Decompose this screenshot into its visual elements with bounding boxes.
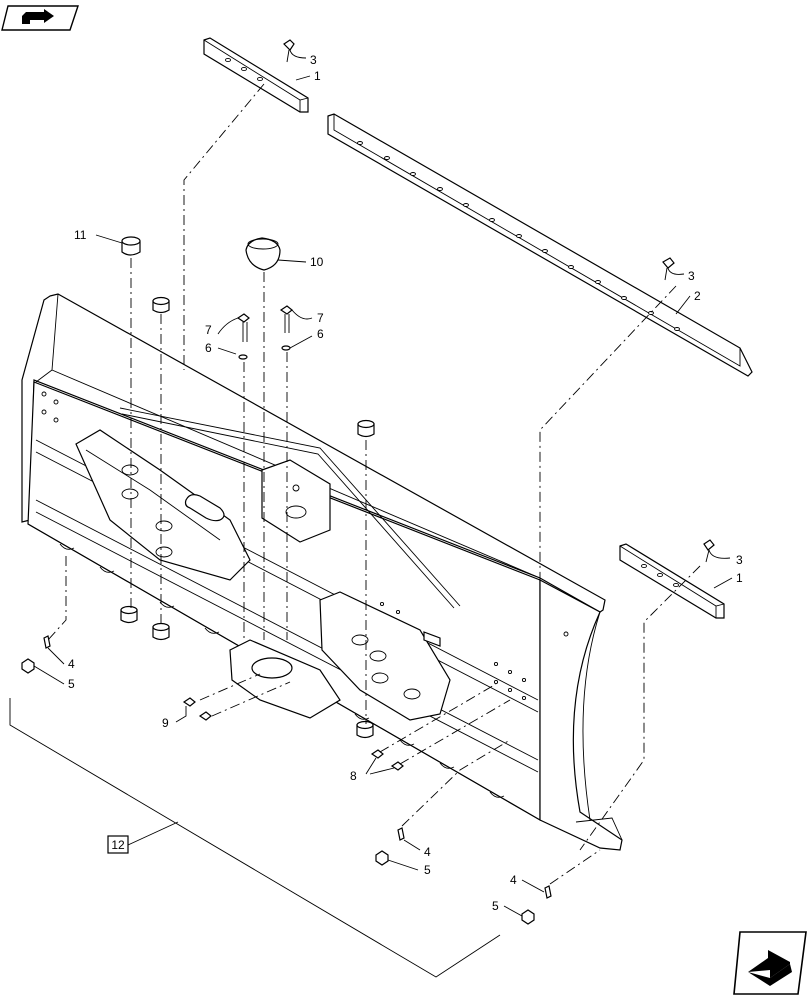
callout-6-left: 6: [205, 341, 212, 355]
dozer-blade: [21, 293, 623, 851]
bolt-3-mid: [662, 257, 675, 281]
nut-5-left: [21, 658, 35, 674]
cutting-edge-long: [327, 113, 753, 377]
bolts-8: [370, 749, 404, 771]
leader-lines: [33, 49, 733, 917]
bolt-3-right: [703, 539, 715, 563]
bushing-right-bottom: [356, 720, 374, 739]
callout-12: 12: [111, 838, 125, 852]
ball-10: [245, 237, 281, 271]
washer-6-left: [238, 354, 248, 360]
callout-3-right: 3: [736, 553, 743, 567]
bolt-7-left: [236, 313, 250, 342]
bushing-right-top: [357, 419, 375, 438]
previous-page-arrow-icon[interactable]: [1, 5, 79, 31]
callout-5-right: 5: [492, 899, 499, 913]
bushing-left-top: [152, 296, 170, 314]
callout-7-right: 7: [317, 311, 324, 325]
callout-5-left: 5: [68, 677, 75, 691]
end-bit-plate-right: [619, 543, 725, 619]
end-bit-plate-top: [203, 37, 309, 113]
washer-4-right: [544, 885, 552, 899]
nut-5-mid: [375, 850, 389, 866]
callout-11: 11: [74, 228, 87, 242]
next-page-arrow-icon[interactable]: [733, 931, 807, 995]
callout-1-right: 1: [736, 571, 743, 585]
callout-1-top: 1: [314, 69, 321, 83]
bolts-9: [182, 697, 212, 721]
callout-4-right: 4: [510, 873, 517, 887]
bushing-left-bottom-1: [120, 605, 138, 624]
callout-3-mid: 3: [688, 269, 695, 283]
callout-12-badge[interactable]: 12: [107, 835, 129, 854]
nut-5-right: [521, 909, 535, 925]
assembly-bracket: [9, 698, 501, 978]
callout-9: 9: [162, 716, 169, 730]
bolt-3-top: [283, 39, 295, 63]
callout-5-mid: 5: [424, 863, 431, 877]
bushing-11: [121, 236, 141, 256]
callout-4-mid: 4: [424, 845, 431, 859]
callout-7-left: 7: [205, 323, 212, 337]
washer-6-right: [281, 345, 291, 351]
callout-10: 10: [310, 255, 324, 269]
washer-4-left: [43, 635, 51, 649]
bushing-left-bottom-2: [152, 622, 170, 641]
callout-3-top: 3: [310, 53, 317, 67]
callout-4-left: 4: [68, 657, 75, 671]
washer-4-mid: [397, 827, 405, 841]
callout-labels: 3 1 3 2 3 1 11 10 7 7 6 6 4 5 9 8 4 5 4 …: [68, 53, 743, 913]
callout-6-right: 6: [317, 327, 324, 341]
callout-2: 2: [694, 289, 701, 303]
assembly-lines: [47, 83, 701, 885]
callout-8: 8: [350, 769, 357, 783]
bolt-7-right: [279, 305, 293, 333]
